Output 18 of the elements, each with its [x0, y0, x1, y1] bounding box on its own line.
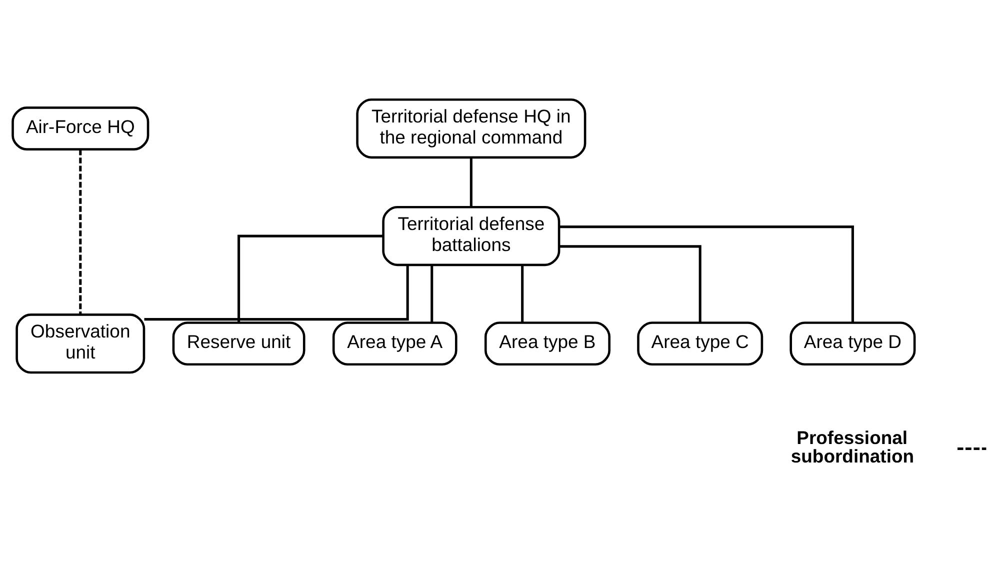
node-box: Area type D	[790, 322, 916, 366]
node-box: Territorial defense HQ in the regional command	[356, 98, 586, 159]
connector	[238, 234, 383, 322]
node-box: Area type B	[484, 322, 610, 366]
connector	[144, 265, 409, 321]
node-box: Air-Force HQ	[12, 106, 150, 150]
node-box: Area type A	[332, 322, 458, 366]
connector	[559, 245, 702, 322]
connector	[430, 265, 434, 323]
node-box: Area type C	[637, 322, 764, 366]
node-box: Observation unit	[16, 314, 146, 374]
connector	[79, 150, 82, 314]
connector	[521, 265, 524, 323]
legend-label: Professional subordination	[790, 426, 914, 466]
connector	[559, 226, 854, 323]
node-box: Territorial defense battalions	[382, 206, 560, 266]
node-box: Reserve unit	[172, 322, 306, 366]
connector	[470, 158, 472, 208]
